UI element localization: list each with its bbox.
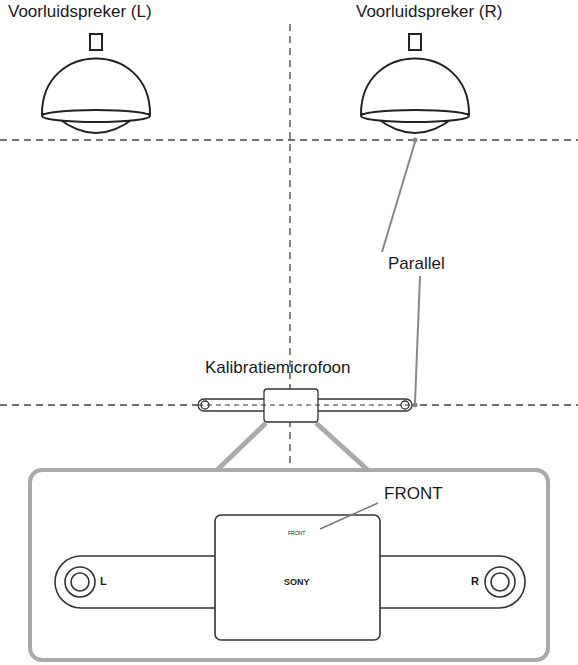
front-marking: FRONT <box>288 531 305 537</box>
channel-mark: L <box>100 575 107 588</box>
front-callout: FRONT <box>384 484 443 504</box>
microphone-label: Kalibratiemicrofoon <box>205 358 351 378</box>
brand-mark: SONY <box>284 577 310 587</box>
channel-mark: R <box>471 575 479 588</box>
speaker-label: Voorluidspreker (L) <box>8 2 152 22</box>
speaker-label: Voorluidspreker (R) <box>356 2 502 22</box>
parallel-label: Parallel <box>388 254 445 274</box>
